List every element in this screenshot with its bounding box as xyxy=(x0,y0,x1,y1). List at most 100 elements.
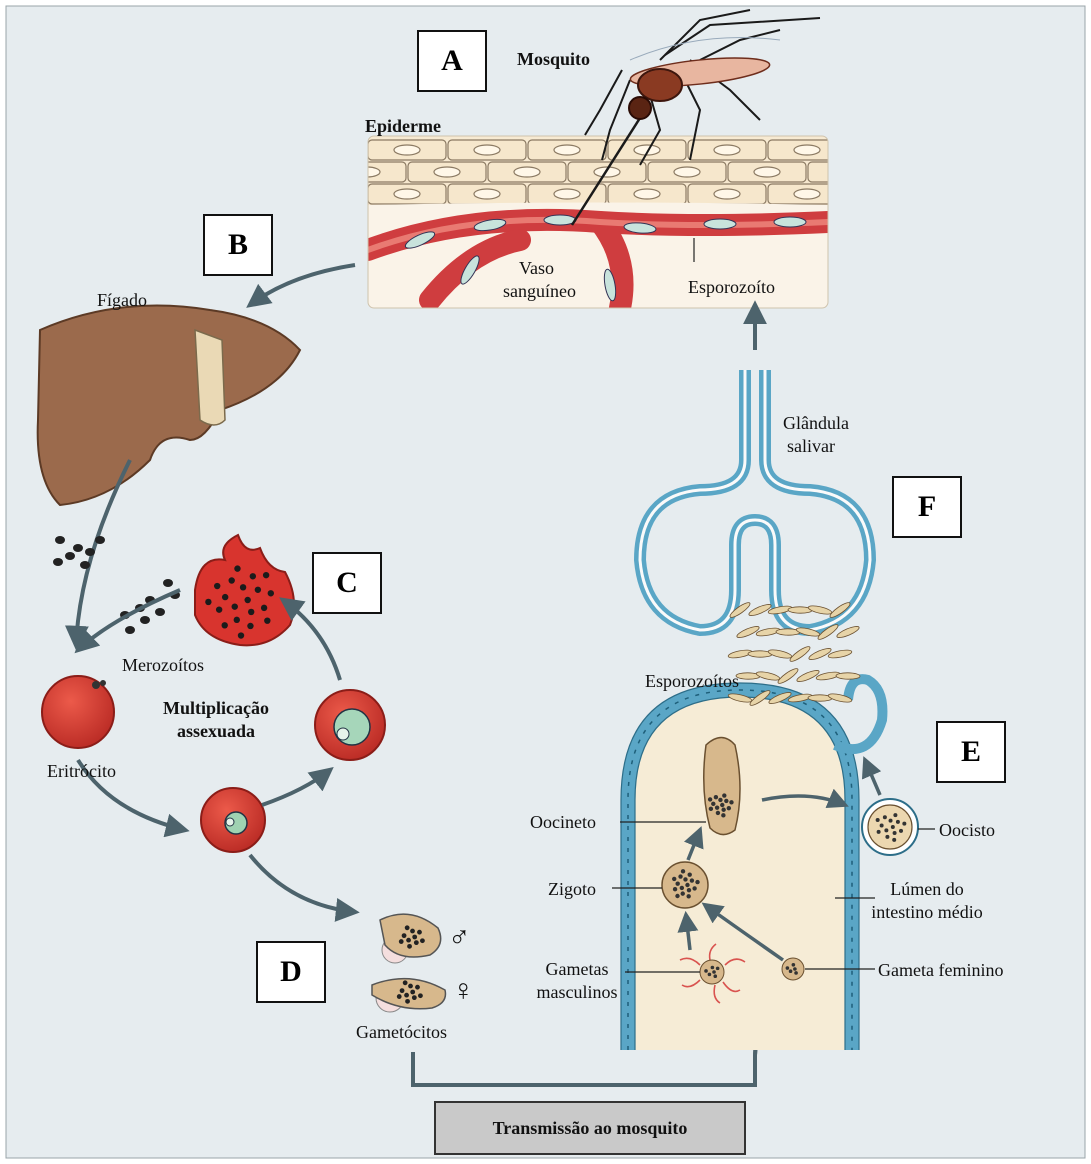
cell-nucleus xyxy=(794,189,820,199)
cell-nucleus xyxy=(394,145,420,155)
ookinete-dot xyxy=(721,808,725,812)
gametocyte-dot xyxy=(412,995,417,1000)
cell-nucleus xyxy=(434,167,460,177)
label-male-gametes-1: Gametas xyxy=(530,958,624,980)
label-merozoites: Merozoítos xyxy=(122,654,204,676)
merozoite-dot xyxy=(263,572,269,578)
liver-merozoite xyxy=(65,552,75,560)
female-gamete-dot xyxy=(792,963,796,967)
stage-box-e: E xyxy=(936,721,1006,783)
merozoite-dot xyxy=(232,603,238,609)
oocyst-dot xyxy=(893,813,897,817)
gametocyte-dot xyxy=(400,988,405,993)
merozoite-dot xyxy=(248,609,254,615)
label-female-gamete: Gameta feminino xyxy=(878,959,1003,981)
erythrocyte-cell xyxy=(42,676,114,748)
stage-box-a: A xyxy=(417,30,487,92)
oocyst-dot xyxy=(885,835,889,839)
merozoite-dot xyxy=(264,617,270,623)
gametocyte-dot xyxy=(417,930,422,935)
male-gamete-dot xyxy=(716,967,720,971)
cell-nucleus xyxy=(714,189,740,199)
liver-merozoite xyxy=(85,548,95,556)
oocyst-dot xyxy=(896,820,900,824)
flying-merozoite xyxy=(155,608,165,616)
oocyst-dot xyxy=(899,829,903,833)
gametocyte-dot xyxy=(418,993,423,998)
vessel-sporozoite xyxy=(774,217,806,227)
male-gamete-dot xyxy=(708,973,712,977)
oocyst-dot xyxy=(891,825,895,829)
cell-nucleus xyxy=(554,145,580,155)
gametocyte-dot xyxy=(402,933,407,938)
zygote-dot xyxy=(685,883,689,887)
label-salivary-gland-1: Glândula xyxy=(783,412,849,434)
merozoite-dot xyxy=(205,599,211,605)
zygote-dot xyxy=(690,878,694,882)
ookinete-dot xyxy=(729,800,733,804)
zygote-drawing xyxy=(662,862,708,908)
cell-nucleus xyxy=(754,167,780,177)
merozoite-dot xyxy=(247,623,253,629)
merozoite-dot xyxy=(229,577,235,583)
flying-merozoite xyxy=(163,579,173,587)
oocyst-dot xyxy=(880,824,884,828)
merozoite-dot xyxy=(234,617,240,623)
gametocyte-dot xyxy=(405,999,410,1004)
merozoite-dot xyxy=(250,573,256,579)
label-zygote: Zigoto xyxy=(548,878,596,900)
zygote-dot xyxy=(675,894,679,898)
female-gamete-drawing xyxy=(782,958,804,980)
gametocyte-dot xyxy=(410,929,415,934)
female-gamete-dot xyxy=(786,966,790,970)
gametocyte-dot xyxy=(407,944,412,949)
merozoite-dot xyxy=(255,587,261,593)
oocyst-dot xyxy=(877,830,881,834)
merozoite-dot xyxy=(238,632,244,638)
female-gamete-dot xyxy=(794,971,798,975)
zygote-dot xyxy=(692,886,696,890)
label-epidermis: Epiderme xyxy=(365,115,441,137)
flying-merozoite xyxy=(125,626,135,634)
gametocyte-dot xyxy=(412,935,417,940)
label-blood-vessel-1: Vaso xyxy=(519,257,554,279)
merozoite-dot xyxy=(268,590,274,596)
zygote-dot xyxy=(681,869,685,873)
ookinete-dot xyxy=(718,798,722,802)
transmission-footer: Transmissão ao mosquito xyxy=(434,1101,746,1155)
oocyst-dot xyxy=(902,822,906,826)
zygote-dot xyxy=(688,872,692,876)
gametocyte-dot xyxy=(410,990,415,995)
zygote-dot xyxy=(680,886,684,890)
zygote-dot xyxy=(695,880,699,884)
female-symbol-icon: ♀ xyxy=(452,975,475,1007)
cell-nucleus xyxy=(634,189,660,199)
oocyst-drawing xyxy=(862,799,918,855)
gametocyte-dot xyxy=(397,994,402,999)
label-asexual-2: assexuada xyxy=(152,720,280,742)
oocyst-dot xyxy=(876,818,880,822)
ookinete-dot xyxy=(716,811,720,815)
cell-nucleus xyxy=(474,189,500,199)
label-asexual-1: Multiplicação xyxy=(152,697,280,719)
female-gamete-dot xyxy=(793,967,797,971)
female-gamete-dot xyxy=(789,969,793,973)
liver-merozoite xyxy=(80,561,90,569)
cell-nucleus xyxy=(474,145,500,155)
ookinete-dot xyxy=(715,805,719,809)
oocyst-dot xyxy=(892,838,896,842)
liver-merozoite xyxy=(73,544,83,552)
zygote-dot xyxy=(681,891,685,895)
gametocyte-dot xyxy=(415,985,420,990)
gametocyte-dot xyxy=(403,980,408,985)
zygote-dot xyxy=(687,888,691,892)
ookinete-dot xyxy=(714,795,718,799)
gametocyte-dot xyxy=(399,939,404,944)
oocyst-dot xyxy=(883,815,887,819)
merozoite-dot xyxy=(261,605,267,611)
vessel-sporozoite xyxy=(544,215,576,225)
zygote-dot xyxy=(686,894,690,898)
zygote-dot xyxy=(672,877,676,881)
stage-box-c: C xyxy=(312,552,382,614)
ookinete-dot xyxy=(720,803,724,807)
